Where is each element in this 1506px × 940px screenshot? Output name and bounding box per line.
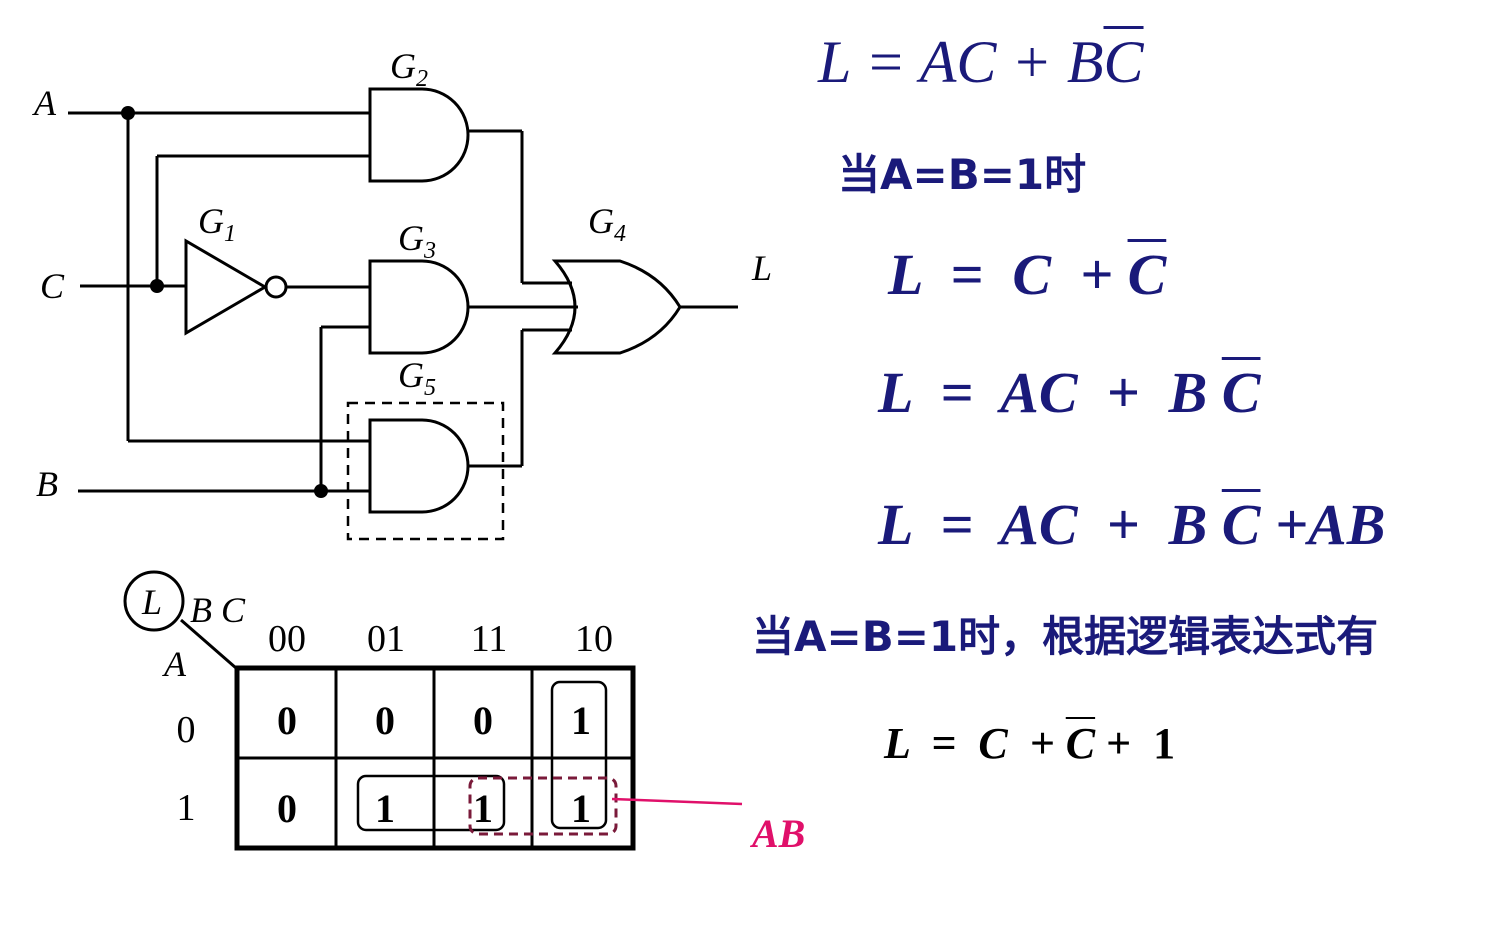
condition-1: 当A=B=1时 xyxy=(838,150,1087,199)
junction-dot-a xyxy=(121,106,135,120)
function-circle xyxy=(123,570,185,632)
kmap-col-header: 10 xyxy=(575,618,613,660)
gate-label-g4: G4 xyxy=(588,201,626,247)
equation-4: L = AC + B C +AB xyxy=(878,492,1386,557)
kmap-col-var: B C xyxy=(190,590,246,630)
kmap-col-header: 11 xyxy=(471,618,508,660)
equation-5: L = C + C + 1 xyxy=(884,719,1176,768)
input-label-a: A xyxy=(32,83,57,123)
condition-2: 当A=B=1时，根据逻辑表达式有 xyxy=(752,612,1379,661)
gate-label-g3: G3 xyxy=(398,218,436,264)
kmap-cell: 1 xyxy=(375,786,395,831)
output-label-l: L xyxy=(751,248,772,288)
kmap-cell: 0 xyxy=(473,698,493,743)
junction-dot-c xyxy=(150,279,164,293)
junction-dot-b xyxy=(314,484,328,498)
kmap-row-header: 0 xyxy=(177,709,196,751)
input-label-b: B xyxy=(36,464,58,504)
g5-dashed-highlight xyxy=(346,401,505,541)
kmap-cell: 0 xyxy=(375,698,395,743)
kmap-function-label: L xyxy=(141,582,162,622)
ab-pointer-line xyxy=(611,797,743,806)
gate-label-g5: G5 xyxy=(398,355,436,401)
ab-annotation: AB xyxy=(752,811,806,856)
equation-1: L = AC + BC xyxy=(818,29,1144,95)
karnaugh-map: L B C A 00 01 11 10 0 1 0 0 0 1 0 1 xyxy=(123,570,743,851)
kmap-cell: 0 xyxy=(277,786,297,831)
gate-label-g1: G1 xyxy=(198,201,236,247)
kmap-col-header: 00 xyxy=(268,618,306,660)
kmap-group-ac xyxy=(356,774,506,832)
kmap-cell: 1 xyxy=(571,698,591,743)
input-label-c: C xyxy=(40,266,65,306)
kmap-cell: 1 xyxy=(571,786,591,831)
kmap-col-header: 01 xyxy=(367,618,405,660)
kmap-row-var: A xyxy=(162,644,187,684)
kmap-group-bc-bar xyxy=(550,680,608,830)
kmap-row-header: 1 xyxy=(177,787,196,829)
gate-label-g2: G2 xyxy=(390,46,428,92)
kmap-cell: 0 xyxy=(277,698,297,743)
kmap-cell: 1 xyxy=(473,786,493,831)
equation-2: L = C + C xyxy=(888,242,1167,307)
equation-3: L = AC + B C xyxy=(878,360,1261,425)
kmap-group-ab xyxy=(468,776,618,836)
